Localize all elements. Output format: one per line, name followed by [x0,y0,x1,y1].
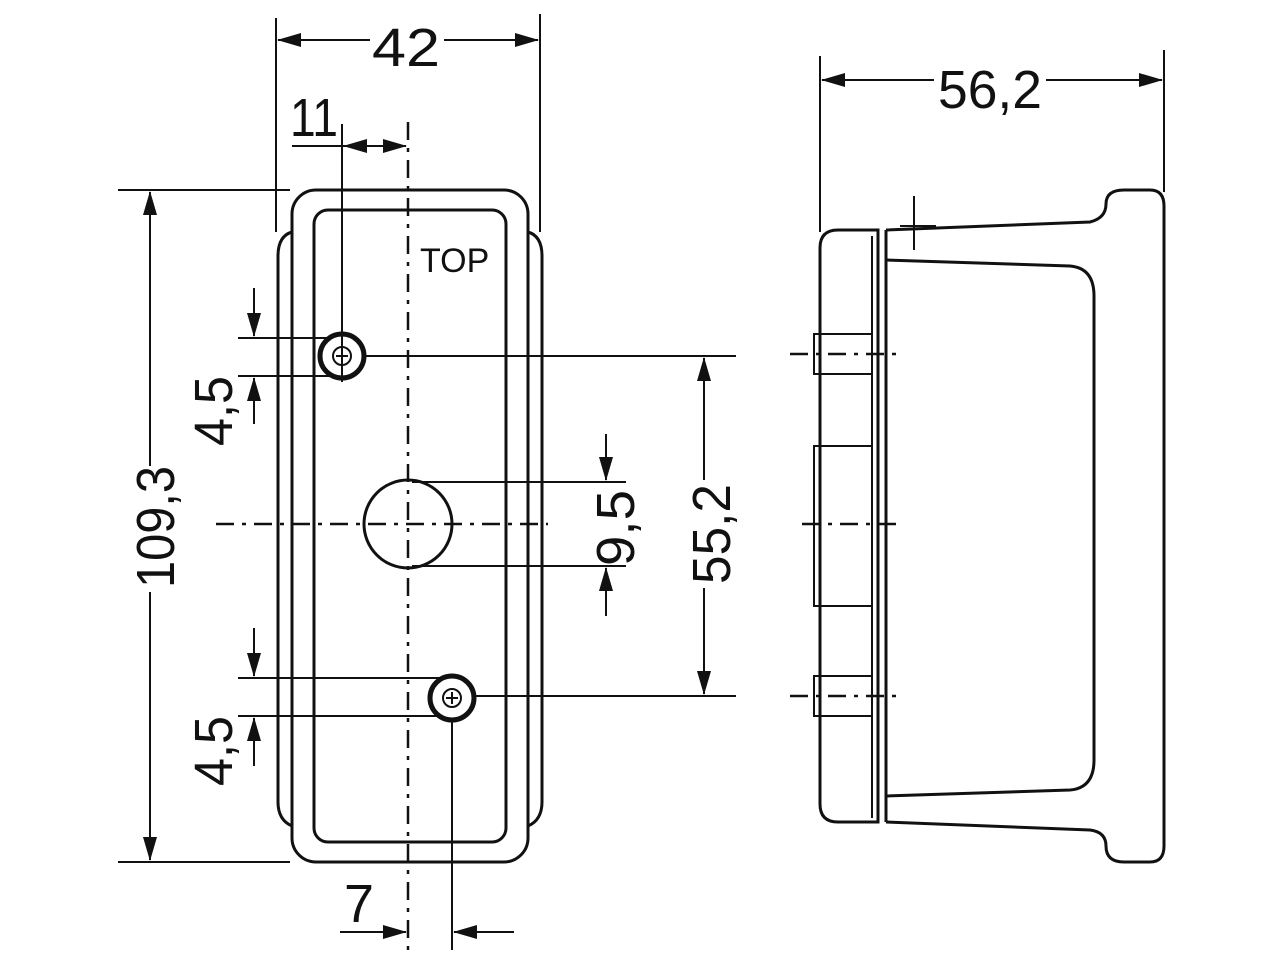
side-view [790,188,1166,864]
dim-depth-label: 56,2 [938,60,1042,120]
dim-height-109-3: 109,3 [118,189,290,863]
dim-hole-offset-11: 11 [290,88,407,382]
dim-width-42: 42 [275,14,541,232]
dim-bottom-offset-7: 7 [340,720,514,950]
cable-hole [362,478,454,570]
dim-bolt-spacing-label: 55,2 [682,484,742,584]
dim-center-hole-9-5: 9,5 [412,434,646,616]
dim-upper-hole-4-5: 4,5 [184,288,330,446]
housing-shoulder-right [527,230,544,828]
dim-lower-hole-label: 4,5 [184,716,244,786]
lower-screw [427,673,477,723]
dim-depth-56-2: 56,2 [819,50,1165,232]
lens-outline [312,208,508,844]
dim-height-label: 109,3 [126,466,186,588]
dim-center-hole-label: 9,5 [586,490,646,566]
dim-lower-hole-4-5: 4,5 [184,628,440,786]
top-label: TOP [420,242,489,280]
side-mounting-plate [818,228,880,824]
side-housing-profile [885,188,1166,864]
housing-shoulder [276,230,293,828]
dim-hole-offset-label: 11 [290,88,338,148]
front-view: TOP [216,122,548,950]
dim-upper-hole-label: 4,5 [184,376,244,446]
dim-bottom-offset-label: 7 [344,874,374,934]
housing-outline [290,188,530,864]
dim-width-label: 42 [372,18,440,78]
dim-bolt-spacing-55-2: 55,2 [364,355,742,697]
side-inner-recess [885,258,1096,798]
side-cable-boss [813,445,873,607]
